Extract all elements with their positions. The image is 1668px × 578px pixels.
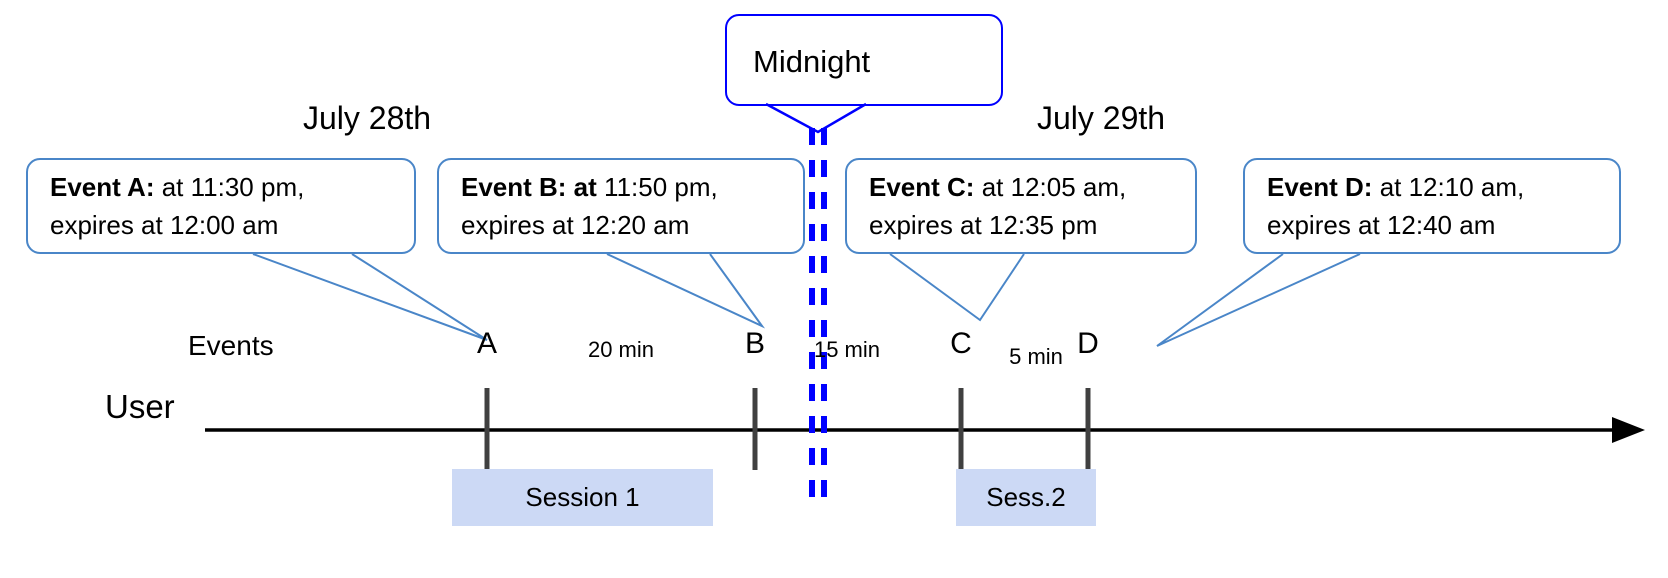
session-label-2: Sess.2 xyxy=(986,482,1066,512)
callout-event-d-line2: expires at 12:40 am xyxy=(1267,210,1496,240)
midnight-label: Midnight xyxy=(753,44,871,79)
callout-event-a: Event A: at 11:30 pm, expires at 12:00 a… xyxy=(26,158,416,254)
session-box-2: Sess.2 xyxy=(956,469,1096,526)
callout-leader-event-a xyxy=(252,253,488,341)
session-label-1: Session 1 xyxy=(525,482,640,512)
callout-event-c-line1: Event C: at 12:05 am, xyxy=(869,168,1195,206)
interval-label-a-b: 20 min xyxy=(587,337,655,362)
callout-event-a-rest: at 11:30 pm, xyxy=(154,172,305,202)
callout-leader-event-d xyxy=(1156,253,1361,347)
row-label-events: Events xyxy=(188,330,274,361)
callout-event-c: Event C: at 12:05 am, expires at 12:35 p… xyxy=(845,158,1197,254)
callout-event-d: Event D: at 12:10 am, expires at 12:40 a… xyxy=(1243,158,1621,254)
callout-event-d-rest: at 12:10 am, xyxy=(1372,172,1525,202)
midnight-callout-box: Midnight xyxy=(725,14,1003,106)
callout-event-c-rest: at 12:05 am, xyxy=(974,172,1127,202)
callout-leader-event-c xyxy=(889,253,1025,322)
callout-event-a-line2: expires at 12:00 am xyxy=(50,210,279,240)
marker-label-b: B xyxy=(744,327,765,360)
date-label-july-29: July 29th xyxy=(1037,100,1166,136)
callout-event-b-line1: Event B: at 11:50 pm, xyxy=(461,168,803,206)
callout-event-a-line1: Event A: at 11:30 pm, xyxy=(50,168,414,206)
midnight-callout-tail xyxy=(765,102,867,134)
callout-event-d-line1: Event D: at 12:10 am, xyxy=(1267,168,1619,206)
callout-event-b-bold: Event B: at xyxy=(461,172,597,202)
date-label-july-28: July 28th xyxy=(303,100,432,136)
interval-label-b-c: 15 min xyxy=(813,337,881,362)
callout-event-d-bold: Event D: xyxy=(1267,172,1373,202)
midnight-divider-dashed xyxy=(809,128,827,500)
callout-event-c-line2: expires at 12:35 pm xyxy=(869,210,1098,240)
interval-label-c-d: 5 min xyxy=(1009,344,1063,369)
marker-label-d: D xyxy=(1077,327,1099,360)
callout-event-b-rest: 11:50 pm, xyxy=(596,172,718,202)
callout-event-b-line2: expires at 12:20 am xyxy=(461,210,690,240)
callout-leader-event-b xyxy=(606,253,766,329)
callout-event-a-bold: Event A: xyxy=(50,172,155,202)
session-box-1: Session 1 xyxy=(452,469,713,526)
marker-label-a: A xyxy=(476,327,497,360)
row-label-user: User xyxy=(105,388,175,425)
callout-event-c-bold: Event C: xyxy=(869,172,975,202)
timeline-axis xyxy=(205,417,1645,443)
marker-label-c: C xyxy=(950,327,972,360)
callout-event-b: Event B: at 11:50 pm, expires at 12:20 a… xyxy=(437,158,805,254)
